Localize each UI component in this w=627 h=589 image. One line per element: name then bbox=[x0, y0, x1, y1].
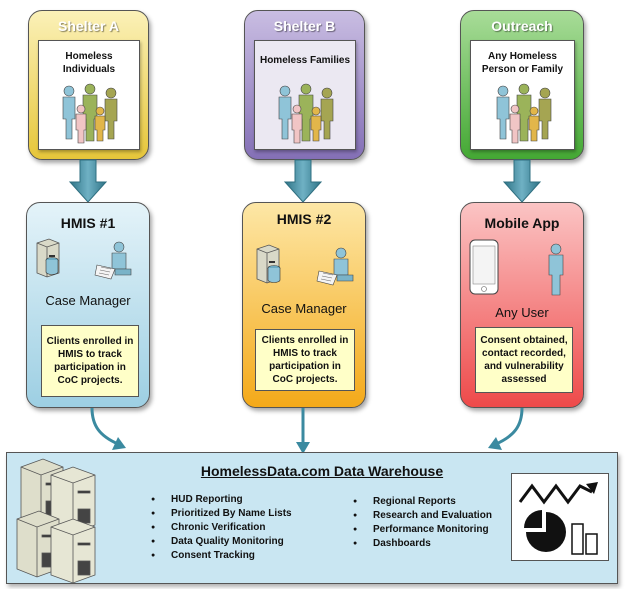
list-item: Consent Tracking bbox=[151, 549, 292, 563]
user-icon bbox=[548, 243, 564, 296]
phone-icon bbox=[469, 239, 499, 295]
people-group-icon bbox=[278, 83, 334, 144]
mobile-app-box: Mobile App Any User Consent obtained, co… bbox=[460, 202, 584, 408]
connector-arrow-icon bbox=[90, 407, 126, 450]
list-item: Dashboards bbox=[353, 537, 492, 551]
analytics-panel bbox=[511, 473, 609, 561]
mobile-app-role: Any User bbox=[495, 305, 549, 320]
shelter-b-label: Homeless Families bbox=[259, 55, 351, 66]
outreach-title: Outreach bbox=[491, 18, 553, 34]
outreach-inner: Any Homeless Person or Family bbox=[470, 40, 575, 150]
warehouse-list-right: Regional Reports Research and Evaluation… bbox=[353, 495, 492, 551]
down-arrow-icon bbox=[283, 159, 323, 203]
hmis-2-role: Case Manager bbox=[261, 301, 347, 316]
shelter-a-label: Homeless Individuals bbox=[62, 51, 116, 75]
hmis-2-title: HMIS #2 bbox=[276, 211, 332, 227]
list-item: Prioritized By Name Lists bbox=[151, 507, 292, 521]
outreach-label: Any Homeless Person or Family bbox=[481, 51, 564, 75]
hmis-2-box: HMIS #2 Case Manager Clients enrolled in… bbox=[242, 202, 366, 408]
warehouse-box: HomelessData.com Data Warehouse HUD Repo… bbox=[6, 452, 618, 584]
connector-arrow-icon bbox=[296, 408, 310, 454]
shelter-a-box: Shelter A Homeless Individuals bbox=[28, 10, 149, 160]
case-manager-icon bbox=[316, 247, 354, 286]
list-item: Performance Monitoring bbox=[353, 523, 492, 537]
person-icon bbox=[62, 85, 76, 140]
hmis-1-title: HMIS #1 bbox=[60, 215, 116, 231]
list-item: Research and Evaluation bbox=[353, 509, 492, 523]
list-item: Chronic Verification bbox=[151, 521, 292, 535]
down-arrow-icon bbox=[68, 159, 108, 203]
list-item: HUD Reporting bbox=[151, 493, 292, 507]
mobile-app-title: Mobile App bbox=[484, 215, 560, 231]
analytics-chart-icon bbox=[518, 482, 598, 555]
hmis-1-box: HMIS #1 Case Manager Clients enrolled in… bbox=[26, 202, 150, 408]
shelter-b-title: Shelter B bbox=[273, 18, 336, 34]
shelter-b-box: Shelter B Homeless Families bbox=[244, 10, 365, 160]
list-item: Data Quality Monitoring bbox=[151, 535, 292, 549]
outreach-box: Outreach Any Homeless Person or Family bbox=[460, 10, 584, 160]
server-rack-icon bbox=[16, 458, 96, 584]
warehouse-list-left: HUD Reporting Prioritized By Name Lists … bbox=[151, 493, 292, 563]
shelter-b-inner: Homeless Families bbox=[254, 40, 356, 150]
list-item: Regional Reports bbox=[353, 495, 492, 509]
people-group-icon bbox=[62, 83, 118, 144]
shelter-a-title: Shelter A bbox=[58, 18, 119, 34]
hmis-2-note: Clients enrolled in HMIS to track partic… bbox=[255, 329, 355, 391]
hmis-1-note: Clients enrolled in HMIS to track partic… bbox=[41, 325, 139, 397]
warehouse-title: HomelessData.com Data Warehouse bbox=[200, 463, 444, 479]
database-icon bbox=[45, 257, 59, 275]
people-group-icon bbox=[496, 83, 552, 144]
hmis-1-role: Case Manager bbox=[45, 293, 131, 308]
case-manager-icon bbox=[94, 241, 132, 280]
database-icon bbox=[267, 265, 281, 283]
down-arrow-icon bbox=[502, 159, 542, 203]
shelter-a-inner: Homeless Individuals bbox=[38, 40, 140, 150]
mobile-app-note: Consent obtained, contact recorded, and … bbox=[475, 327, 573, 393]
connector-arrow-icon bbox=[488, 407, 524, 450]
